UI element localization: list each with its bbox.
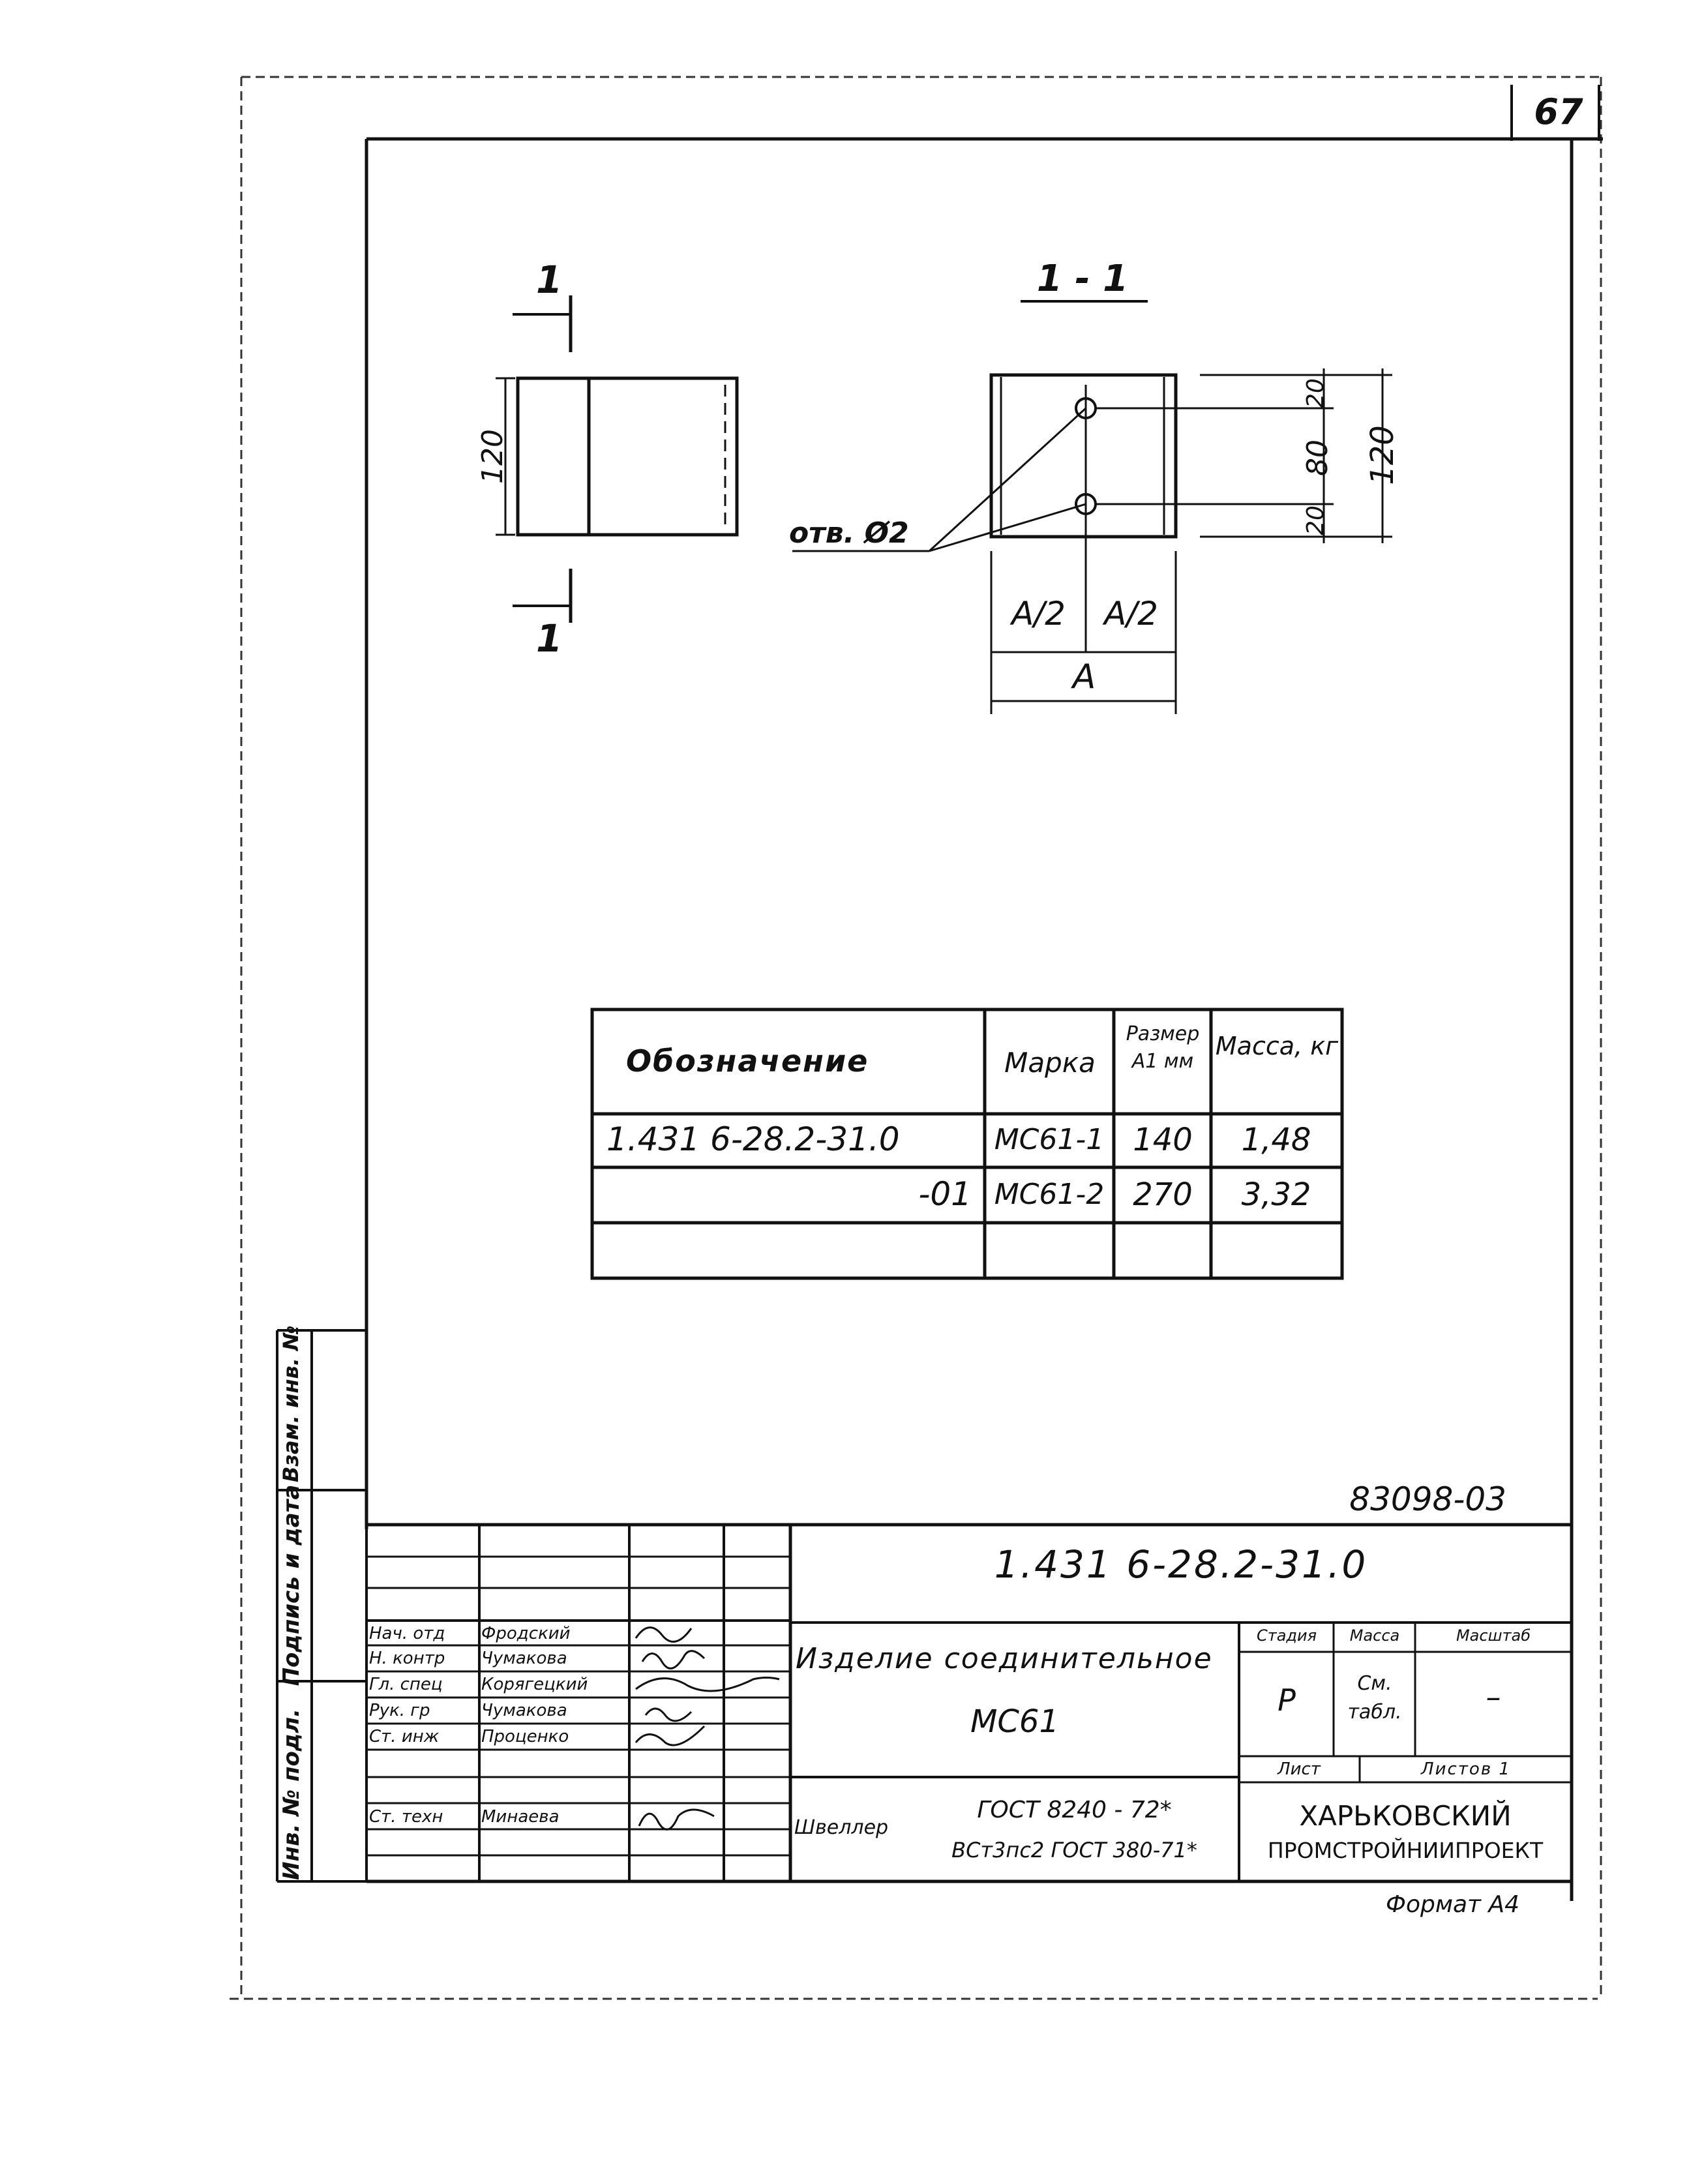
section-mark-top: 1: [536, 258, 563, 302]
signature-4: [644, 1707, 693, 1722]
dim-half-left: A/2: [1011, 595, 1066, 633]
row-1-mark: МС61-1: [994, 1123, 1105, 1156]
product-name: Изделие соединительное: [796, 1642, 1213, 1675]
mass-value: См. табл.: [1347, 1672, 1402, 1724]
doc-code: 1.431 6-28.2-31.0: [994, 1542, 1368, 1587]
row-2-mark: МС61-2: [994, 1178, 1105, 1211]
side-height-dim: 120: [476, 429, 509, 484]
section-view: [792, 300, 1392, 714]
header-size-a1: Размер A1 мм: [1126, 1023, 1200, 1073]
page-number-box: [1510, 85, 1600, 141]
side-strip-col3: Взам. инв. №: [278, 1325, 303, 1482]
spec-table-grid: [590, 1008, 1344, 1280]
row-1-designation: 1.431 6-28.2-31.0: [606, 1120, 900, 1158]
row-1-mass: 1,48: [1241, 1122, 1311, 1158]
sheets-label: Листов 1: [1421, 1759, 1511, 1779]
role-1: Нач. отд: [369, 1624, 445, 1643]
organization-line1: ХАРЬКОВСКИЙ: [1299, 1800, 1512, 1832]
row-2-size: 270: [1133, 1176, 1193, 1213]
section-title: 1 - 1: [1036, 258, 1129, 300]
stage-value: Р: [1278, 1683, 1296, 1718]
signature-3: [635, 1677, 780, 1692]
material-line2: ВСт3пс2 ГОСТ 380-71*: [951, 1838, 1197, 1862]
signature-6: [638, 1808, 715, 1831]
dim-top: 20: [1302, 378, 1329, 408]
dim-full: A: [1072, 657, 1096, 696]
dim-half-right: A/2: [1104, 595, 1158, 633]
dim-bottom: 20: [1302, 505, 1329, 535]
header-designation: Обозначение: [626, 1043, 869, 1079]
scale-value: –: [1486, 1679, 1501, 1714]
signature-1: [635, 1626, 693, 1643]
role-3: Гл. спец: [369, 1675, 443, 1694]
side-strip-col2: Подпись и дата: [278, 1484, 305, 1686]
material-label: Швеллер: [794, 1816, 889, 1839]
side-view: [496, 295, 739, 623]
name-5: Проценко: [481, 1727, 569, 1746]
name-1: Фродский: [481, 1624, 571, 1643]
role-7: Ст. техн: [369, 1807, 443, 1827]
trim-border: [230, 76, 1604, 2000]
name-2: Чумакова: [481, 1649, 567, 1668]
role-5: Ст. инж: [369, 1727, 440, 1746]
main-frame: [365, 137, 1603, 1901]
organization-line2: ПРОМСТРОЙНИИПРОЕКТ: [1267, 1838, 1544, 1863]
dim-total: 120: [1364, 425, 1401, 485]
header-mass: Масса, кг: [1215, 1032, 1339, 1060]
title-block-grid: [366, 1523, 1572, 1883]
product-code: МС61: [970, 1703, 1059, 1740]
row-1-size: 140: [1133, 1122, 1193, 1158]
name-4: Чумакова: [481, 1701, 567, 1720]
page-number: 67: [1534, 91, 1583, 132]
role-2: Н. контр: [369, 1649, 445, 1668]
header-mark: Марка: [1004, 1047, 1096, 1079]
sheet-label: Лист: [1278, 1759, 1321, 1779]
mass-header: Масса: [1349, 1626, 1400, 1645]
hole-label: отв. Ø2: [789, 516, 909, 550]
signatures: [635, 1626, 780, 1831]
name-7: Минаева: [481, 1807, 560, 1827]
signature-5: [635, 1725, 706, 1746]
section-mark-bottom: 1: [536, 616, 563, 661]
material-line1: ГОСТ 8240 - 72*: [977, 1797, 1172, 1823]
scale-header: Масштаб: [1456, 1626, 1531, 1645]
side-strip-col1: Инв. № подл.: [278, 1708, 305, 1880]
archive-number: 83098-03: [1349, 1480, 1506, 1518]
row-2-mass: 3,32: [1241, 1176, 1311, 1213]
stage-header: Стадия: [1256, 1626, 1317, 1645]
side-strip-grid: [276, 1329, 368, 1883]
dim-middle: 80: [1301, 440, 1334, 476]
format-label: Формат А4: [1385, 1891, 1519, 1918]
name-3: Корягецкий: [481, 1675, 588, 1694]
row-2-designation: -01: [918, 1175, 972, 1213]
role-4: Рук. гр: [369, 1701, 430, 1720]
signature-2: [641, 1650, 706, 1669]
